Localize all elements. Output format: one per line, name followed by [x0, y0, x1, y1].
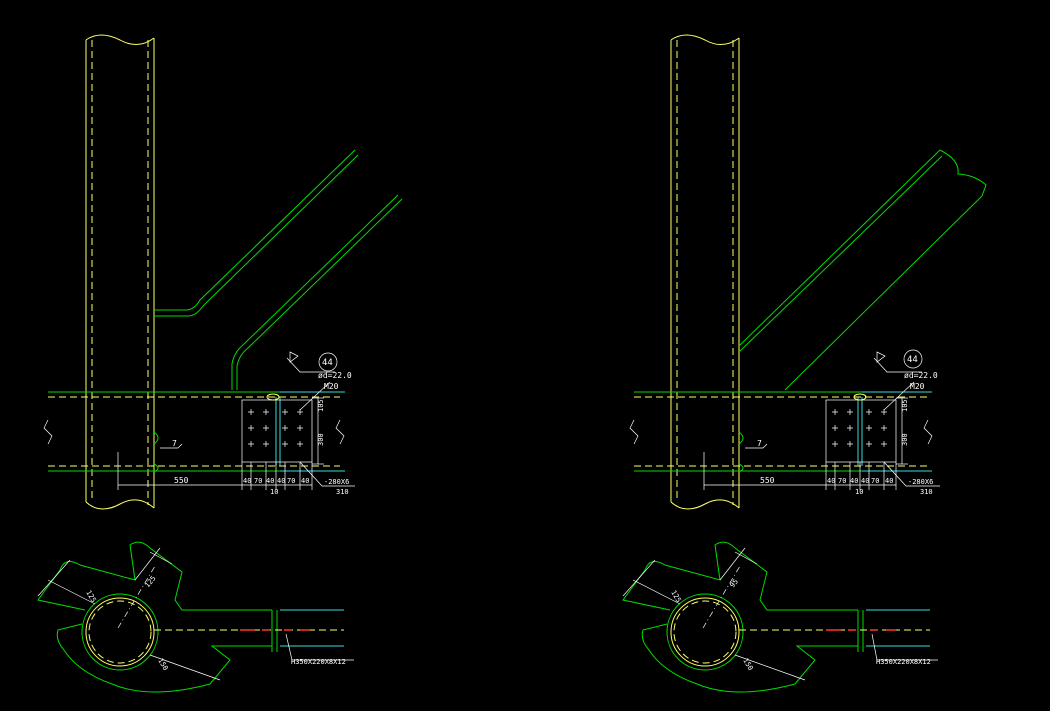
column-break-bottom	[85, 499, 155, 510]
bolt-center-label: 10	[855, 488, 863, 496]
bolt-group-dim-label: 300	[901, 433, 909, 446]
bolt-group	[832, 409, 887, 447]
beam-section-label: H350X220X8X12	[291, 658, 346, 666]
brace-break	[939, 149, 987, 197]
plate-width-label: 310	[920, 488, 933, 496]
stiffener-callout: 7	[172, 439, 177, 448]
beam-section-label: H350X220X8X12	[876, 658, 931, 666]
column-elevation	[670, 34, 740, 510]
plan-dim-b: 95	[728, 578, 740, 590]
gap-dim-label: 105	[901, 399, 909, 412]
diagonal-brace	[154, 149, 403, 390]
bolt-spacing-4: 40	[861, 477, 869, 485]
dimensions: 44 ød=22.0 M20 105 300 7 550 40 70 40	[703, 349, 940, 496]
bolt-spacing-5: 70	[871, 477, 879, 485]
plan-dim-a: 125	[669, 589, 682, 604]
bolt-center-label: 10	[270, 488, 278, 496]
weld-symbol-number: 44	[322, 358, 333, 368]
weld-symbol-bubble	[903, 349, 923, 369]
plate-width-label: 310	[336, 488, 349, 496]
bolt-hole-label: ød=22.0	[904, 371, 938, 380]
splice-plate	[241, 399, 313, 463]
bolt-spacing-3: 40	[850, 477, 858, 485]
plan-dim-c: 150	[156, 657, 169, 672]
plan-view: 125 95 150 H350X220X8X12	[622, 541, 938, 693]
bolt-group-dim-label: 300	[317, 433, 325, 446]
column-break-bottom	[670, 499, 740, 510]
bolt-spacing-1: 40	[243, 477, 251, 485]
beam-break-left	[43, 419, 53, 445]
plate-label: -280X6	[324, 478, 349, 486]
bolt-spacing-4: 40	[277, 477, 285, 485]
column-dim-label: 550	[174, 476, 189, 485]
beam-elevation	[43, 391, 345, 473]
plan-view: 125 125 150 H350X220X8X12	[37, 541, 354, 693]
splice-plate	[825, 399, 897, 463]
weld-symbol-bubble	[318, 352, 338, 372]
stiffener-callout: 7	[757, 439, 762, 448]
bolt-spacing-6: 40	[301, 477, 309, 485]
beam-break-left	[629, 419, 639, 445]
bolt-group	[248, 409, 303, 447]
plan-dim-b: 125	[143, 574, 157, 589]
beam-break-right	[335, 419, 345, 445]
bolt-spacing-2: 70	[254, 477, 262, 485]
bolt-size-label: M20	[910, 382, 925, 391]
detail-right: 44 ød=22.0 M20 105 300 7 550 40 70 40	[622, 34, 987, 693]
beam-elevation	[629, 391, 933, 473]
dimensions: 44 ød=22.0 M20 105 300 7 550 40 70 40	[117, 351, 355, 496]
gap-dim-label: 105	[317, 399, 325, 412]
bolt-spacing-1: 40	[827, 477, 835, 485]
detail-left: 44 ød=22.0 M20 105 300 7 550 40 70 40	[37, 34, 403, 693]
bolt-spacing-2: 70	[838, 477, 846, 485]
plate-label: -280X6	[908, 478, 933, 486]
column-elevation	[85, 34, 155, 510]
bolt-spacing-5: 70	[287, 477, 295, 485]
bolt-size-label: M20	[324, 382, 339, 391]
plan-dim-c: 150	[741, 657, 754, 672]
column-break-top	[670, 34, 740, 45]
diagonal-brace	[738, 149, 987, 391]
bolt-hole-label: ød=22.0	[318, 371, 352, 380]
column-dim-label: 550	[760, 476, 775, 485]
plan-dim-a: 125	[84, 589, 97, 604]
bolt-spacing-3: 40	[266, 477, 274, 485]
column-break-top	[85, 34, 155, 45]
weld-symbol-number: 44	[907, 355, 918, 365]
beam-break-right	[923, 419, 933, 445]
bolt-spacing-6: 40	[885, 477, 893, 485]
